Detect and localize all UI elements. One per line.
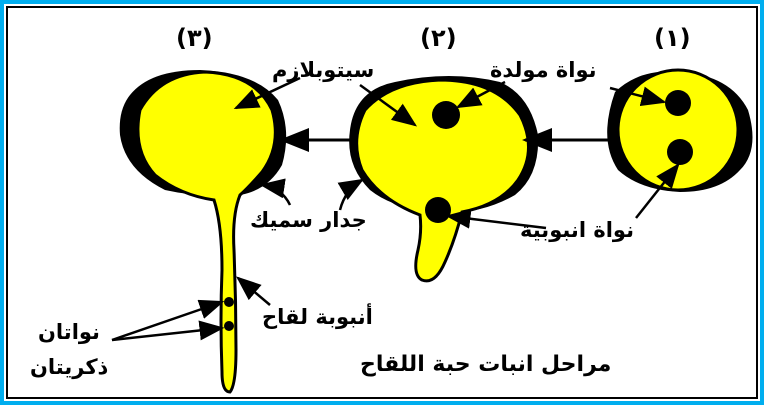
stage-1-grain xyxy=(607,68,753,192)
stage-2-generative-nucleus xyxy=(432,101,460,129)
caption: مراحل انبات حبة اللقاح xyxy=(360,352,612,377)
pointer-pollen-tube xyxy=(236,276,271,306)
pointer-generative-stage1 xyxy=(609,86,667,107)
label-thick-wall: جدار سميك xyxy=(250,208,367,232)
label-tube-nucleus: نواة انبوبية xyxy=(520,218,634,242)
pointer-tube-nucleus-stage1 xyxy=(635,163,680,219)
stage-2-grain xyxy=(349,76,539,283)
inner-frame xyxy=(6,6,758,399)
stage-1-nucleus-top xyxy=(665,90,691,116)
pointer-male-nucleus-1 xyxy=(111,299,225,342)
pointer-cytoplasm-stage3 xyxy=(233,76,301,110)
pointer-cytoplasm-stage2 xyxy=(359,83,418,127)
pointer-generative-stage2 xyxy=(455,80,506,109)
stage-2-number: (٢) xyxy=(420,24,457,52)
pointer-thick-wall-stage3 xyxy=(259,178,292,206)
pointer-thick-wall-stage2 xyxy=(337,178,365,211)
stage-3-cytoplasm xyxy=(136,70,277,394)
stage-1-number: (١) xyxy=(654,24,691,52)
pointer-male-nucleus-2 xyxy=(111,320,225,342)
label-pollen-tube: أنبوبة لقاح xyxy=(262,305,373,329)
label-cytoplasm: سيتوبلازم xyxy=(272,58,375,82)
label-male-nuclei-line2: ذكريتان xyxy=(30,355,109,379)
label-male-nuclei-line1: نواتان xyxy=(38,320,100,344)
stage-3-male-nucleus-2 xyxy=(224,321,234,331)
stage-3-male-nucleus-1 xyxy=(224,297,234,307)
stage-2-tube-nucleus xyxy=(425,197,451,223)
pointer-tube-nucleus-stage2 xyxy=(445,208,547,230)
stage-1-nucleus-bottom xyxy=(667,139,693,165)
stage-1-cytoplasm xyxy=(616,68,740,192)
stage-3-number: (٣) xyxy=(176,24,213,52)
label-generative-nucleus: نواة مولدة xyxy=(490,58,597,82)
